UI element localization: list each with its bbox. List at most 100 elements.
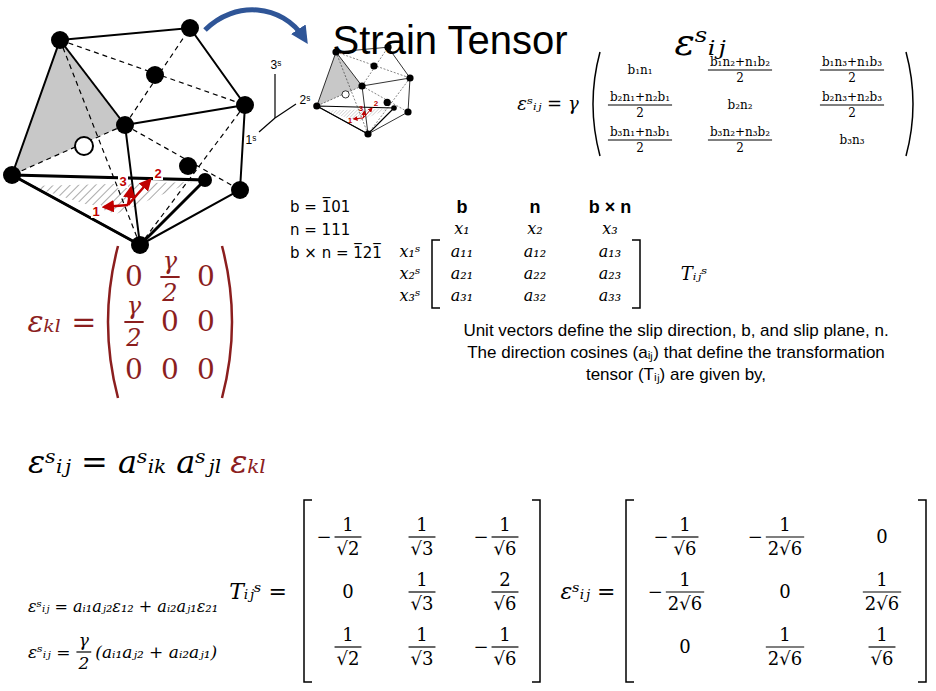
- fraction-bar: [863, 591, 901, 592]
- formula-text: 1: [679, 571, 690, 589]
- formula-text: −: [748, 528, 763, 546]
- formula-text: 2√6: [768, 540, 802, 558]
- formula-text: a₂₁: [451, 266, 473, 282]
- formula-text: 0: [679, 638, 690, 656]
- axes: [259, 74, 296, 132]
- formula-text: 1: [342, 626, 353, 644]
- fraction-bar: [160, 276, 179, 278]
- formula-text: n = 111: [290, 223, 350, 238]
- formula-text: 1: [416, 571, 427, 589]
- formula-text: b₂n₁+n₂b₁: [610, 91, 670, 103]
- formula-text: εₖₗ: [230, 446, 267, 478]
- formula-text: −: [648, 583, 663, 601]
- formula-text: b₁n₁: [627, 64, 652, 76]
- formula-text: b × n = 1̅21̅: [290, 246, 382, 261]
- fraction-bar: [708, 69, 772, 70]
- fraction-bar: [820, 104, 884, 105]
- formula-text: 1: [679, 516, 690, 534]
- formula-text: b: [457, 198, 468, 216]
- axis-label: 2ˢ: [300, 94, 311, 106]
- formula-text: b₁n₂+n₁b₂: [710, 56, 770, 68]
- fraction-bar: [335, 536, 362, 537]
- formula-text: √3: [411, 540, 434, 558]
- formula-text: b₃n₃: [839, 134, 864, 146]
- formula-text: x₂: [527, 221, 542, 237]
- formula-text: 1: [499, 626, 510, 644]
- fraction-bar: [409, 646, 436, 647]
- fraction-bar: [672, 536, 699, 537]
- fcc-unit-cell: [3, 19, 254, 254]
- formula-text: x₃: [602, 221, 617, 237]
- fraction-bar: [820, 69, 884, 70]
- formula-text: 1: [779, 626, 790, 644]
- formula-text: 0: [197, 308, 215, 336]
- formula-text: 2: [636, 107, 644, 119]
- formula-text: γ: [79, 632, 89, 649]
- formula-text: x₂ˢ: [400, 266, 421, 282]
- fraction-bar: [608, 104, 672, 105]
- formula-text: 0: [161, 308, 179, 336]
- formula-text: 1: [499, 516, 510, 534]
- formula-text: εˢᵢⱼ = aᵢ₁aⱼ₂ε₁₂ + aᵢ₂aⱼ₁ε₂₁: [28, 599, 218, 615]
- fraction-bar: [708, 139, 772, 140]
- formula-text: a₁₂: [524, 244, 546, 260]
- formula-text: −: [473, 528, 488, 546]
- formula-text: 1: [416, 516, 427, 534]
- formula-text: x₁: [454, 221, 469, 237]
- formula-text: 2√6: [668, 595, 702, 613]
- formula-text: 0: [876, 528, 887, 546]
- formula-text: (aᵢ₁aⱼ₂ + aᵢ₂aⱼ₁): [95, 644, 217, 661]
- formula-text: 0: [197, 263, 215, 291]
- formula-text: 1: [876, 626, 887, 644]
- formula-text: −: [473, 638, 488, 656]
- callout-number: 3: [118, 175, 127, 188]
- slide-title: Strain Tensor: [333, 20, 568, 60]
- formula-text: 2: [126, 326, 141, 350]
- formula-text: √2: [337, 540, 360, 558]
- formula-text: γ: [127, 294, 141, 318]
- fraction-bar: [869, 646, 896, 647]
- formula-text: εˢᵢⱼ =: [561, 581, 616, 603]
- formula-text: a₃₃: [599, 288, 621, 304]
- axis-label: 1ˢ: [246, 134, 257, 146]
- formula-text: −: [316, 528, 331, 546]
- formula-text: a₃₂: [524, 288, 546, 304]
- formula-text: b₃n₂+n₃b₂: [710, 126, 770, 138]
- formula-text: b₂n₃+n₂b₃: [822, 91, 882, 103]
- formula-text: √6: [494, 595, 517, 613]
- formula-text: x₁ˢ: [400, 244, 421, 260]
- formula-text: a₁₁: [451, 244, 473, 260]
- fraction-bar: [335, 646, 362, 647]
- formula-text: √6: [674, 540, 697, 558]
- formula-text: −: [653, 528, 668, 546]
- formula-text: √6: [494, 650, 517, 668]
- formula-text: Tᵢⱼˢ =: [229, 581, 287, 603]
- formula-text: √2: [337, 650, 360, 668]
- formula-text: b = 1̅01: [290, 200, 350, 215]
- axis-label: 3ˢ: [271, 59, 282, 71]
- formula-text: 2: [162, 281, 177, 305]
- formula-text: εˢᵢⱼ = γ: [517, 95, 578, 113]
- formula-text: a₂₃: [599, 266, 621, 282]
- formula-text: 2: [736, 72, 744, 84]
- formula-text: √6: [871, 650, 894, 668]
- formula-text: 0: [779, 583, 790, 601]
- formula-text: a₁₃: [599, 244, 621, 260]
- formula-text: b₂n₂: [727, 99, 752, 111]
- fraction-bars: [76, 70, 901, 652]
- formula-text: 1: [779, 516, 790, 534]
- formula-text: b₃n₁+n₃b₁: [610, 126, 670, 138]
- formula-text: 2: [736, 142, 744, 154]
- callout-number: 1: [91, 205, 100, 218]
- formula-text: 0: [161, 356, 179, 384]
- formula-text: 0: [125, 356, 143, 384]
- formula-text: 0: [197, 356, 215, 384]
- fraction-bar: [76, 651, 91, 652]
- matrix-brackets: [304, 52, 926, 682]
- fraction-bar: [492, 536, 519, 537]
- formula-text: 0: [342, 583, 353, 601]
- note-text: Unit vectors define the slip direction, …: [454, 320, 899, 386]
- formula-text: 2: [848, 72, 856, 84]
- formula-text: n: [530, 198, 541, 216]
